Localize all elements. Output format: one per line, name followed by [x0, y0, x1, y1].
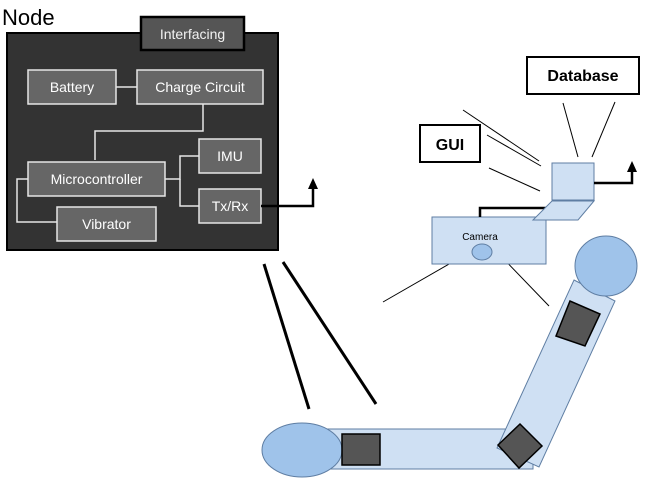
laptop-connector-lines [462, 101, 616, 192]
node-antenna-icon [261, 178, 318, 208]
microcontroller-block [27, 161, 166, 197]
laptop-icon [531, 162, 596, 221]
vibrator-label: Vibrator [82, 216, 131, 232]
gui-label: GUI [436, 137, 464, 154]
microcontroller-label: Microcontroller [51, 171, 143, 187]
battery-block [27, 69, 117, 105]
sensor-node-elbow [496, 422, 544, 470]
laptop-antenna-icon [594, 161, 637, 185]
camera-lens-icon [471, 243, 493, 261]
imu-block [198, 138, 262, 174]
node-title: Node [2, 5, 55, 30]
charge-circuit-label: Charge Circuit [155, 79, 245, 95]
battery-label: Battery [50, 79, 94, 95]
node-wiring [16, 86, 204, 223]
camera-label: Camera [462, 232, 498, 243]
interfacing-label: Interfacing [160, 26, 225, 42]
charge-circuit-block [136, 69, 264, 105]
interfacing-block [139, 15, 246, 52]
txrx-label: Tx/Rx [212, 198, 249, 214]
imu-label: IMU [217, 148, 243, 164]
database-block [526, 56, 640, 95]
database-label: Database [547, 68, 618, 85]
gui-block [419, 124, 481, 163]
camera-cable [478, 206, 555, 217]
sensor-node-upper [555, 300, 602, 347]
vibrator-block [56, 206, 157, 242]
lower-joint [261, 422, 343, 478]
sensor-node-lower [341, 433, 381, 466]
upper-joint [574, 235, 638, 297]
node-zoom-lines [262, 261, 378, 410]
txrx-block [198, 188, 262, 224]
